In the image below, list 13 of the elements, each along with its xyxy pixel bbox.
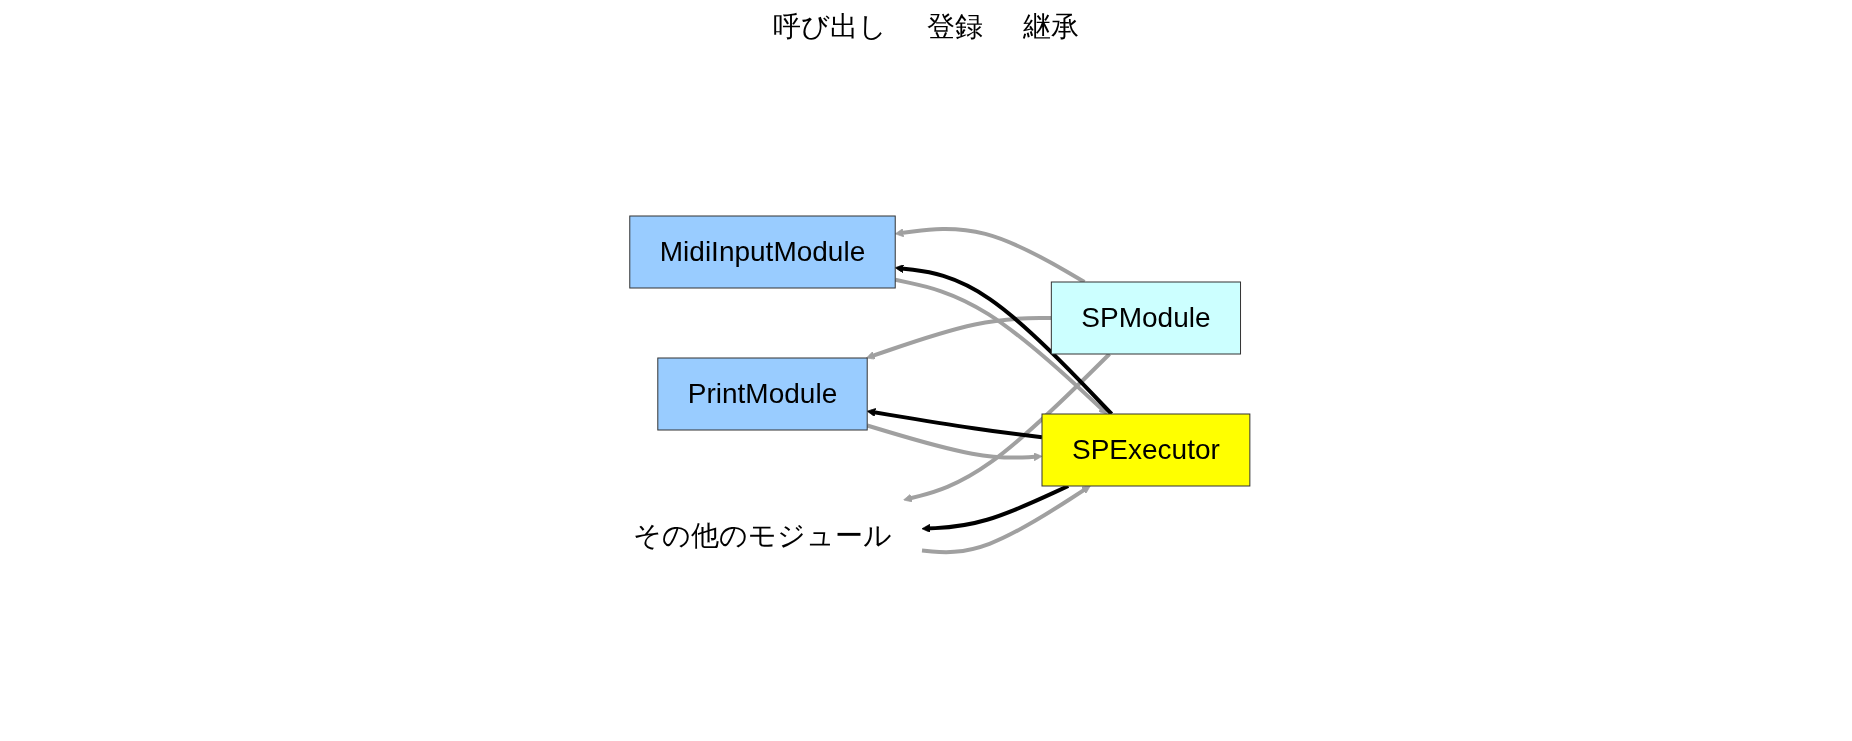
node-box: SPExecutor — [1041, 413, 1250, 487]
node-box: MidiInputModule — [628, 215, 896, 289]
node-box: SPModule — [1050, 281, 1241, 355]
note-label: 登録 — [927, 9, 983, 45]
node-box: PrintModule — [656, 357, 868, 431]
node-text: その他のモジュール — [632, 520, 892, 551]
arrow — [866, 423, 1042, 462]
note-label: 呼び出し — [773, 9, 887, 45]
note-label: 継承 — [1023, 9, 1079, 45]
arrow — [866, 408, 1042, 440]
arrow — [894, 226, 1086, 284]
arrow — [921, 485, 1091, 555]
arrow — [865, 316, 1051, 360]
